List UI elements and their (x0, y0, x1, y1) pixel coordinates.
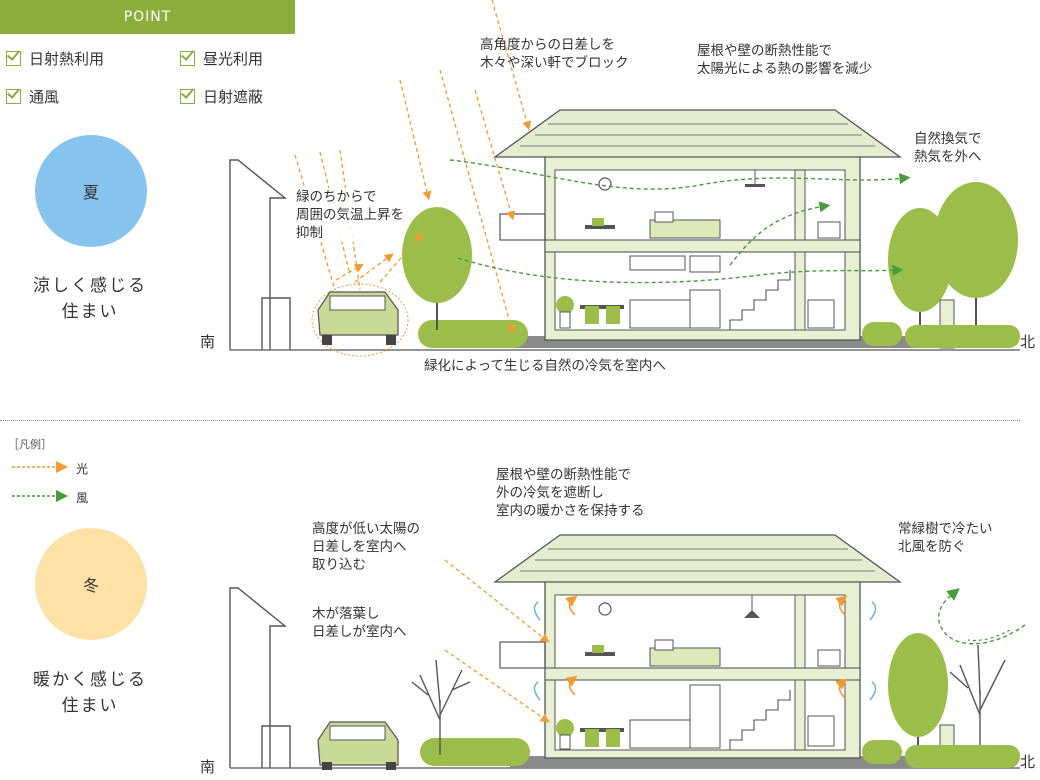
evergreen-trees-north (888, 633, 1020, 768)
winter-house (492, 534, 903, 759)
legend-arrows (12, 461, 68, 502)
section-divider (0, 420, 1020, 421)
legend-wind-label: 風 (76, 491, 89, 505)
summer-car (311, 283, 409, 357)
summer-scene: 南 北 (200, 0, 1035, 357)
legend-title: ［凡例］ (8, 438, 52, 451)
point-item-daylight: 昼光利用 (180, 48, 263, 69)
summer-tree-south (402, 207, 472, 330)
winter-south-label: 南 (200, 758, 215, 776)
note-high-sun: 高角度からの日差しを 木々や深い軒でブロック (480, 37, 629, 71)
winter-scene: 南 北 (200, 534, 1035, 776)
note-deciduous: 木が落葉し 日差しが室内へ (312, 606, 407, 640)
note-greenery: 緑のちからで 周囲の気温上昇を 抑制 (296, 188, 404, 242)
neighbor-building (229, 159, 291, 350)
winter-car (317, 721, 399, 770)
note-summer-insulation: 屋根や壁の断熱性能で 太陽光による熱の影響を減少 (697, 43, 873, 77)
note-low-sun: 高度が低い太陽の 日差しを室内へ 取り込む (312, 521, 420, 573)
summer-north-label: 北 (1020, 333, 1035, 351)
checkbox-icon (6, 89, 21, 104)
point-header: POINT (0, 0, 295, 34)
note-evergreen: 常緑樹で冷たい 北風を防ぐ (898, 521, 993, 555)
summer-circle: 夏 (35, 135, 147, 247)
winter-north-label: 北 (1020, 753, 1035, 771)
note-ventilation: 自然換気で 熱気を外へ (914, 131, 982, 165)
checkbox-icon (6, 51, 21, 66)
summer-south-label: 南 (200, 333, 215, 351)
bare-tree-south (411, 659, 471, 755)
point-item-shading: 日射遮蔽 (180, 86, 263, 107)
winter-circle: 冬 (35, 528, 147, 640)
summer-trees-north (888, 182, 1020, 349)
winter-caption: 暖かく感じる 住まい (33, 670, 147, 716)
summer-house (492, 109, 903, 341)
point-item-ventilation: 通風 (6, 86, 59, 107)
legend-light-label: 光 (76, 462, 89, 476)
note-cool-air: 緑化によって生じる自然の冷気を室内へ (424, 358, 666, 374)
point-item-solar-heat: 日射熱利用 (6, 48, 104, 69)
note-winter-insulation: 屋根や壁の断熱性能で 外の冷気を遮断し 室内の暖かさを保持する (496, 467, 645, 519)
summer-caption: 涼しく感じる 住まい (33, 276, 147, 322)
checkbox-icon (180, 89, 195, 104)
checkbox-icon (180, 51, 195, 66)
